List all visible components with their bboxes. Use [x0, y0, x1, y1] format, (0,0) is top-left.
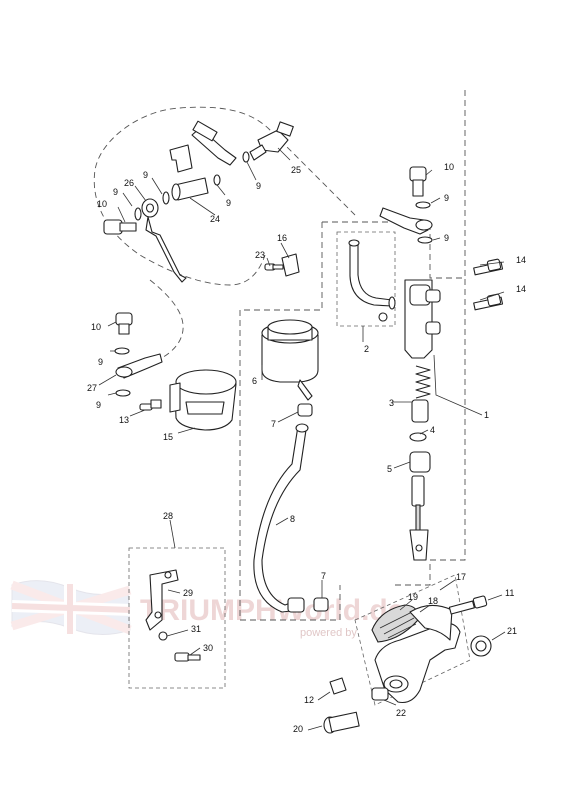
banjo-bolt-10-left: [103, 219, 137, 235]
washer-9: [114, 347, 130, 355]
washer-9: [242, 151, 250, 163]
callout-10: 10: [97, 199, 107, 209]
callout-14: 14: [516, 284, 526, 294]
callout-24: 24: [210, 214, 220, 224]
callout-12: 12: [304, 695, 314, 705]
callout-28: 28: [163, 511, 173, 521]
seal-4: [409, 432, 427, 442]
callout-10: 10: [444, 162, 454, 172]
washer-9: [134, 207, 142, 221]
brake-light-switch-25: [249, 121, 294, 161]
clip-12: [329, 677, 347, 695]
bracket-28-outline: [128, 547, 226, 689]
banjo-bolt-10-right: [409, 166, 427, 197]
brake-line-assembly: [103, 120, 294, 283]
reservoir-assembly: [139, 319, 329, 613]
callout-9: 9: [98, 357, 103, 367]
bolt-30: [174, 652, 201, 662]
callout-30: 30: [203, 643, 213, 653]
callout-10: 10: [91, 322, 101, 332]
top-right-banjo: [379, 166, 433, 244]
callout-20: 20: [293, 724, 303, 734]
callout-6: 6: [252, 376, 257, 386]
pedal-spring-18: [409, 604, 453, 641]
callout-7: 7: [271, 419, 276, 429]
watermark-tagline: powered by: [300, 627, 357, 639]
washer-9: [162, 191, 170, 205]
callout-19: 19: [408, 592, 418, 602]
callout-29: 29: [183, 588, 193, 598]
hose-clip-7-lower: [313, 597, 329, 612]
bolt-11: [448, 595, 488, 615]
callout-9: 9: [256, 181, 261, 191]
callout-9: 9: [143, 170, 148, 180]
callout-23: 23: [255, 250, 265, 260]
callout-31: 31: [191, 624, 201, 634]
callout-2: 2: [364, 344, 369, 354]
union-flag-logo: [10, 580, 132, 635]
callout-9: 9: [444, 233, 449, 243]
callout-17: 17: [456, 572, 466, 582]
callout-27: 27: [87, 383, 97, 393]
callout-9: 9: [226, 198, 231, 208]
callout-9: 9: [96, 400, 101, 410]
callout-13: 13: [119, 415, 129, 425]
leader-lines: [98, 147, 506, 731]
callout-11: 11: [505, 588, 514, 598]
reservoir-hose-loop: [93, 106, 356, 286]
clip-16-and-bolt-23: [264, 253, 300, 277]
callout-4: 4: [430, 425, 435, 435]
piston-5: [409, 451, 431, 473]
pivot-pin-20: [323, 711, 360, 734]
washer-9: [417, 236, 433, 244]
left-middle-banjo: [114, 312, 163, 397]
callout-18: 18: [428, 596, 438, 606]
bolt-14-upper: [473, 258, 504, 276]
spring-3: [415, 365, 431, 399]
callout-5: 5: [387, 464, 392, 474]
master-cylinder-outline: [322, 221, 466, 586]
brake-pedal-group: [323, 595, 492, 734]
washer-9: [115, 389, 131, 397]
hose-2-outline: [336, 231, 396, 327]
watermark: TRIUMPHWorld.de powered by: [10, 580, 404, 639]
callout-14: 14: [516, 255, 526, 265]
washer-9: [415, 201, 431, 209]
callout-22: 22: [396, 708, 406, 718]
bolt-14-lower: [473, 293, 504, 311]
bush-22: [371, 687, 389, 701]
pipe-2: [349, 242, 393, 307]
banjo-bolt-10-middle: [115, 312, 133, 335]
callout-16: 16: [277, 233, 287, 243]
callout-25: 25: [291, 165, 301, 175]
callout-21: 21: [507, 626, 517, 636]
pedal-17-outline: [354, 574, 471, 706]
washer-9: [213, 174, 221, 186]
bracket-29: [145, 569, 179, 631]
callout-15: 15: [163, 432, 173, 442]
master-cylinder: [348, 239, 504, 561]
callout-9: 9: [113, 187, 118, 197]
callout-26: 26: [124, 178, 134, 188]
callout-3: 3: [389, 398, 394, 408]
washer-31: [158, 631, 168, 641]
hose-clip-7: [297, 403, 313, 417]
reservoir-hose-8: [253, 425, 307, 613]
callout-7: 7: [321, 571, 326, 581]
callout-labels: 10 9 26 9 24 9 9 25 10 9 9 16 23 14 14 1…: [87, 162, 526, 734]
bracket-28-group: [145, 569, 201, 662]
callout-9: 9: [444, 193, 449, 203]
callout-1: 1: [484, 410, 489, 420]
callout-8: 8: [290, 514, 295, 524]
bolt-13: [139, 399, 162, 411]
